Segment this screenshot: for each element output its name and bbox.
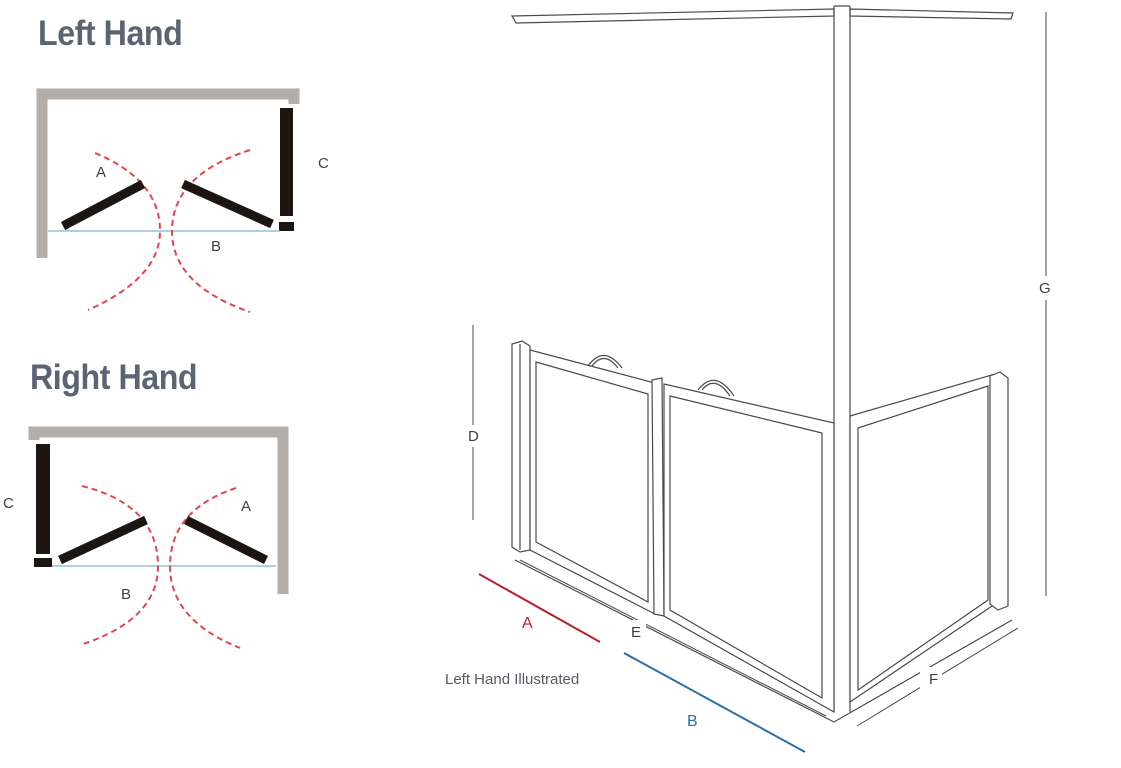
elevation-label-g: G	[1039, 280, 1051, 297]
label-gap-f	[920, 667, 942, 689]
left-plan-label-c: C	[318, 155, 329, 172]
end-post-right	[989, 371, 1009, 611]
label-gap-d	[464, 425, 484, 447]
elevation-drawing	[472, 5, 1047, 727]
left-plan-swing-arc-right	[170, 149, 251, 313]
door-panel-1	[529, 349, 656, 615]
elevation-label-b: B	[687, 713, 698, 730]
right-plan-side-foot	[34, 558, 52, 567]
top-rail-left	[510, 8, 835, 24]
right-plan-door-leaf-left	[58, 515, 148, 565]
label-gap-g	[1036, 276, 1058, 300]
right-hand-heading: Right Hand	[30, 358, 198, 397]
left-plan-door-leaf-right	[181, 179, 274, 229]
dimension-line-b	[623, 652, 806, 753]
left-plan-door-leaf-left	[60, 180, 146, 230]
right-hand-plan: A B C	[3, 426, 289, 649]
illustration-caption: Left Hand Illustrated	[445, 671, 579, 688]
left-plan-label-a: A	[96, 164, 106, 181]
right-plan-swing-arc-right	[168, 487, 241, 649]
right-plan-wall	[28, 426, 289, 594]
dimension-line-a	[478, 573, 601, 643]
middle-post	[651, 377, 665, 617]
dimension-line-e	[519, 559, 827, 717]
elevation-label-d: D	[468, 428, 479, 445]
left-plan-label-b: B	[211, 238, 221, 255]
elevation-label-f: F	[929, 671, 938, 688]
left-hand-plan: A B C	[36, 88, 329, 313]
elevation-label-a: A	[522, 615, 533, 632]
right-plan-label-a: A	[241, 498, 251, 515]
left-plan-wall	[36, 88, 300, 258]
left-hand-heading: Left Hand	[38, 14, 183, 53]
elevation-label-e: E	[631, 624, 641, 641]
door-panel-2	[663, 379, 835, 714]
right-plan-label-b: B	[121, 586, 131, 603]
left-plan-side-panel	[280, 108, 293, 216]
corner-post	[833, 5, 851, 712]
end-post-left	[511, 340, 531, 553]
right-plan-label-c: C	[3, 495, 14, 512]
right-plan-door-leaf-right	[183, 515, 269, 565]
floor-base-line	[514, 559, 1013, 723]
right-plan-side-panel	[36, 444, 50, 554]
label-gap-e	[624, 620, 646, 642]
left-plan-side-foot	[279, 222, 294, 231]
top-rail-right	[849, 8, 1014, 20]
right-plan-swing-arc-left	[79, 485, 160, 646]
side-panel	[849, 373, 996, 704]
